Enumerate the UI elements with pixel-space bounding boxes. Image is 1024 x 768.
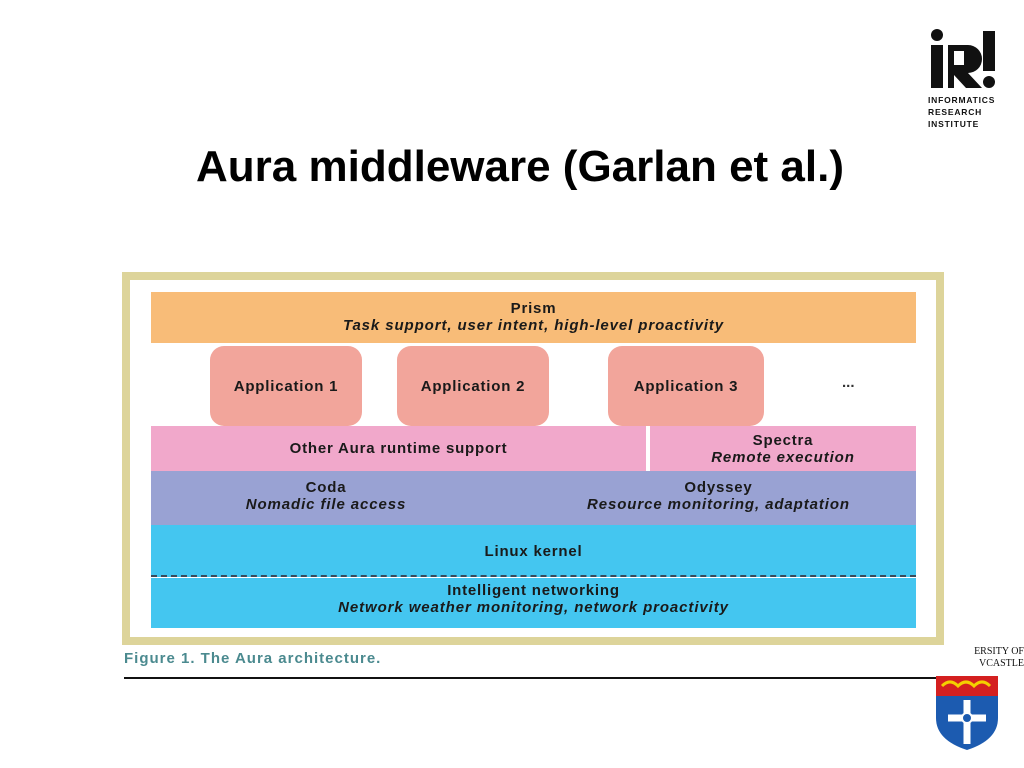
slide-title: Aura middleware (Garlan et al.)	[196, 142, 844, 191]
prism-title: Prism	[510, 300, 557, 317]
iri-logo: INFORMATICS RESEARCH INSTITUTE	[928, 28, 1008, 130]
networking-title: Intelligent networking	[447, 582, 620, 599]
spectra-layer: Spectra Remote execution	[650, 426, 916, 471]
linux-label: Linux kernel	[484, 542, 583, 560]
runtime-label: Other Aura runtime support	[289, 440, 508, 457]
coda-odyssey-layer: Coda Nomadic file access Odyssey Resourc…	[151, 471, 916, 525]
iri-logo-mark	[931, 29, 995, 88]
prism-subtitle: Task support, user intent, high-level pr…	[342, 317, 725, 334]
iri-logo-text: INFORMATICS RESEARCH INSTITUTE	[928, 94, 1008, 130]
logo-line: INFORMATICS	[928, 95, 996, 105]
spectra-subtitle: Remote execution	[711, 449, 855, 466]
layer-divider	[151, 575, 916, 577]
odyssey-title: Odyssey	[684, 479, 753, 496]
coda-title: Coda	[305, 479, 347, 496]
spectra-title: Spectra	[752, 432, 814, 449]
odyssey-subtitle: Resource monitoring, adaptation	[587, 496, 850, 513]
figure-frame: Prism Task support, user intent, high-le…	[122, 272, 944, 645]
networking-subtitle: Network weather monitoring, network proa…	[338, 599, 729, 616]
coda-block: Coda Nomadic file access	[151, 479, 501, 513]
application-2-box: Application 2	[397, 346, 549, 426]
caption-rule	[124, 677, 944, 679]
university-line: ERSITY OF	[974, 646, 1024, 657]
university-name: ERSITY OF VCASTLE	[950, 646, 1024, 670]
linux-kernel-layer: Linux kernel	[151, 525, 916, 577]
application-3-box: Application 3	[608, 346, 764, 426]
architecture-diagram: Prism Task support, user intent, high-le…	[130, 280, 936, 637]
networking-layer: Intelligent networking Network weather m…	[151, 578, 916, 628]
figure-caption: Figure 1. The Aura architecture.	[124, 650, 382, 667]
logo-line: INSTITUTE	[928, 119, 980, 129]
more-applications-ellipsis: ...	[842, 374, 855, 391]
application-1-box: Application 1	[210, 346, 362, 426]
prism-layer: Prism Task support, user intent, high-le…	[151, 292, 916, 343]
odyssey-block: Odyssey Resource monitoring, adaptation	[521, 479, 916, 513]
logo-line: RESEARCH	[928, 107, 983, 117]
university-crest-icon	[936, 676, 998, 750]
coda-subtitle: Nomadic file access	[245, 496, 407, 513]
university-line: VCASTLE	[979, 658, 1024, 669]
runtime-support-layer: Other Aura runtime support	[151, 426, 646, 471]
